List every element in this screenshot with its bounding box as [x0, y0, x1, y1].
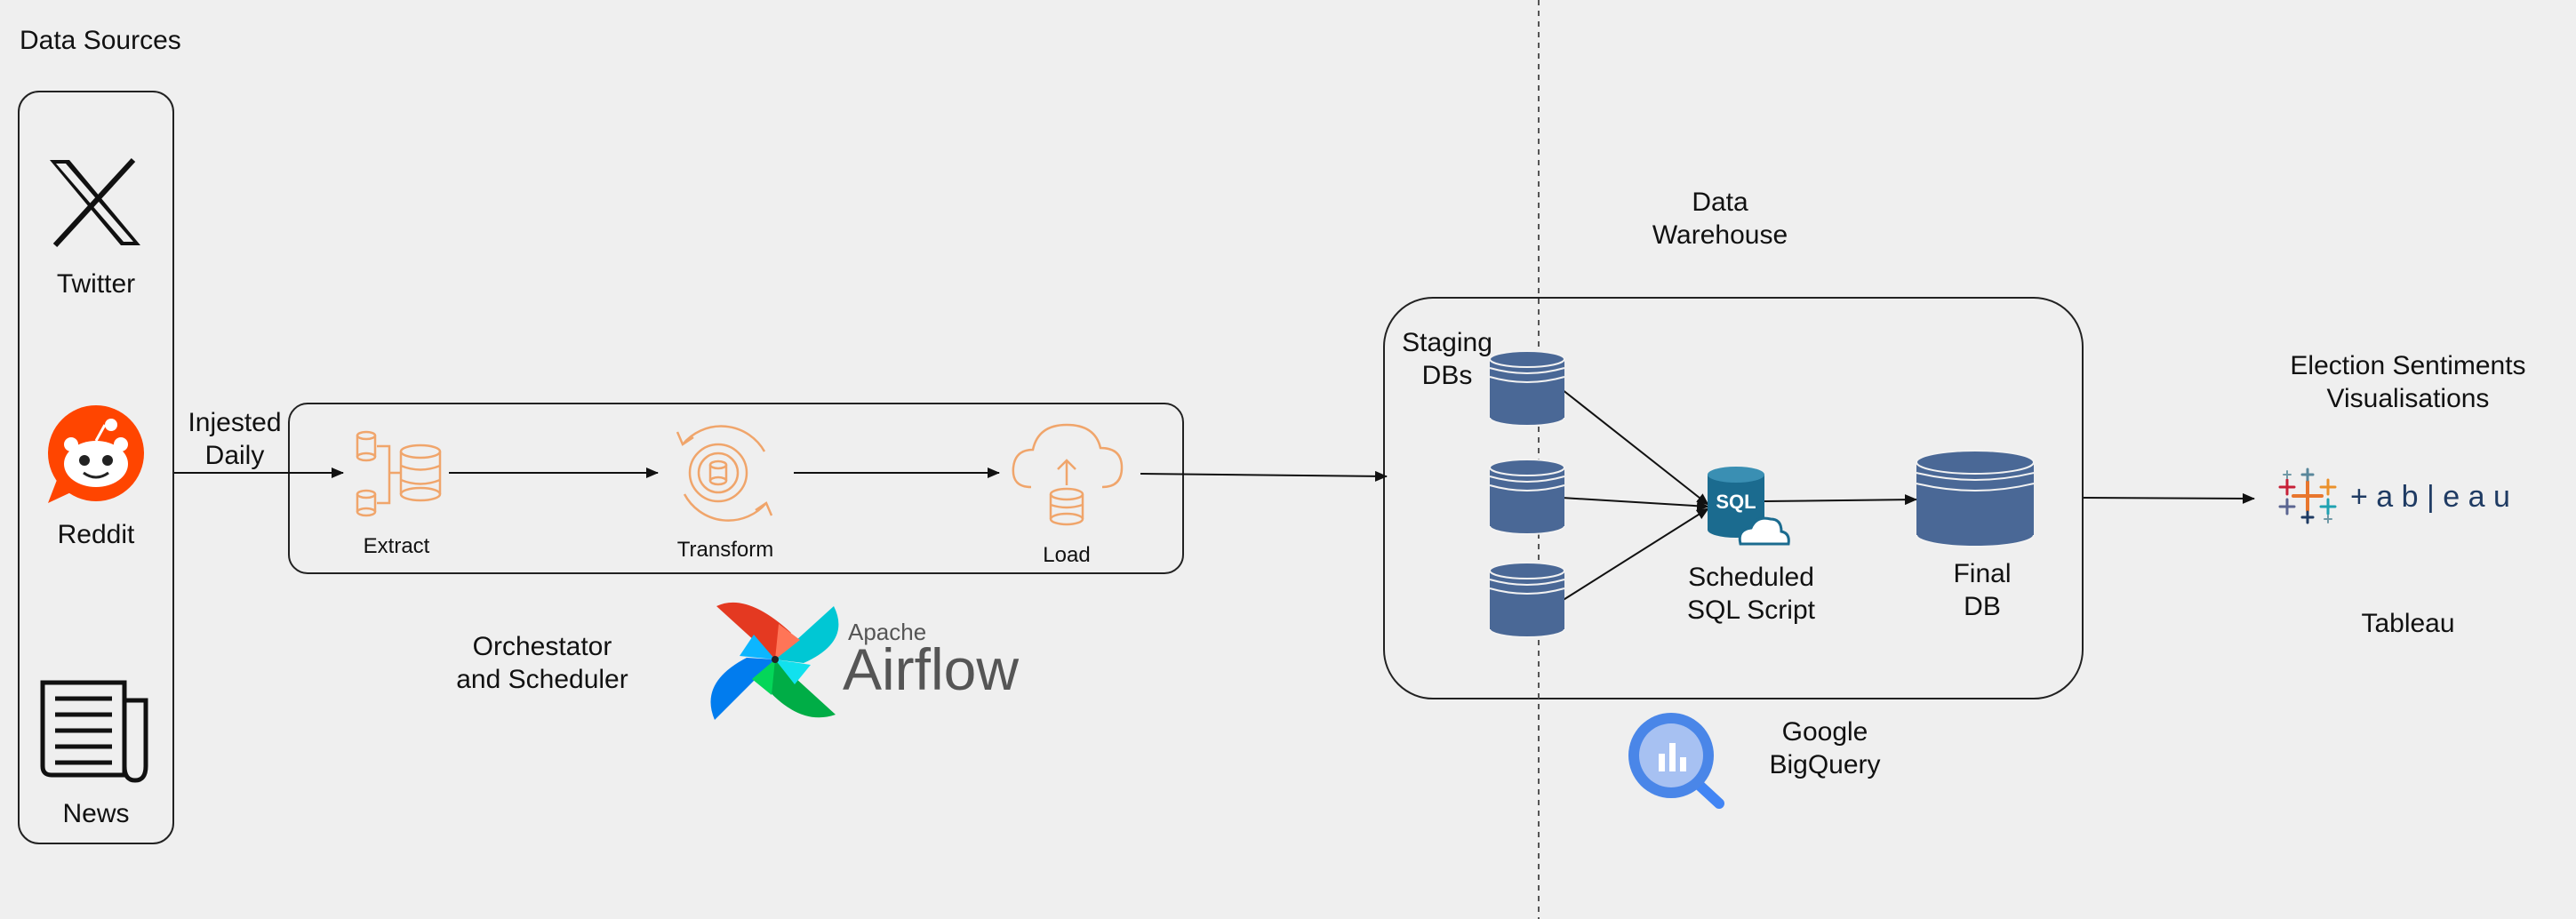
tableau-label: Tableau — [2361, 609, 2455, 638]
extract-icon — [356, 430, 442, 517]
sql-badge-text: SQL — [1716, 491, 1756, 513]
load-icon — [1012, 423, 1124, 526]
transform-label: Transform — [676, 538, 774, 562]
final-db-icon — [1916, 450, 2035, 547]
data-warehouse-title: Data Warehouse — [1652, 188, 1788, 250]
staging-db-icon — [1489, 562, 1565, 638]
sql-database-icon: SQL — [1708, 467, 1790, 546]
arrow-load-to-warehouse — [1140, 470, 1388, 482]
staging-db-icon — [1489, 350, 1565, 427]
arrow-sql-to-final — [1764, 494, 1917, 506]
news-label: News — [62, 799, 130, 828]
transform-icon — [676, 425, 773, 522]
bigquery-label: Google BigQuery — [1769, 717, 1881, 779]
reddit-logo-icon — [48, 405, 144, 503]
orchestrator-label: Orchestator and Scheduler — [456, 632, 628, 694]
bigquery-icon — [1628, 713, 1724, 809]
airflow-logo-icon — [710, 602, 839, 720]
staging-db-icon — [1489, 459, 1565, 535]
newspaper-icon — [40, 680, 148, 783]
tableau-wordmark: + a b | e a u — [2350, 480, 2510, 514]
arrow-staging1-to-sql — [1561, 388, 1709, 506]
airflow-apache-text: Apache — [848, 619, 927, 645]
etl-pipeline-panel — [288, 403, 1184, 574]
ingest-label: Injested Daily — [188, 408, 282, 470]
twitter-label: Twitter — [56, 269, 136, 299]
data-sources-panel — [18, 91, 174, 844]
staging-dbs-label: Staging DBs — [1402, 328, 1492, 390]
reddit-label: Reddit — [57, 520, 135, 549]
arrow-staging3-to-sql — [1561, 507, 1709, 602]
tableau-logo-icon: + a b | e a u — [2278, 467, 2510, 524]
extract-label: Extract — [363, 534, 430, 558]
airflow-wordmark: Airflow — [843, 636, 1020, 702]
data-sources-title: Data Sources — [20, 26, 181, 55]
arrow-staging2-to-sql — [1561, 497, 1709, 512]
sql-script-label: Scheduled SQL Script — [1687, 563, 1815, 625]
load-label: Load — [1043, 543, 1091, 567]
visualisations-title: Election Sentiments Visualisations — [2290, 351, 2526, 413]
arrow-warehouse-to-tableau — [2083, 492, 2255, 504]
x-logo-icon — [50, 157, 140, 248]
data-warehouse-panel — [1383, 297, 2084, 699]
final-db-label: Final DB — [1953, 559, 2012, 621]
